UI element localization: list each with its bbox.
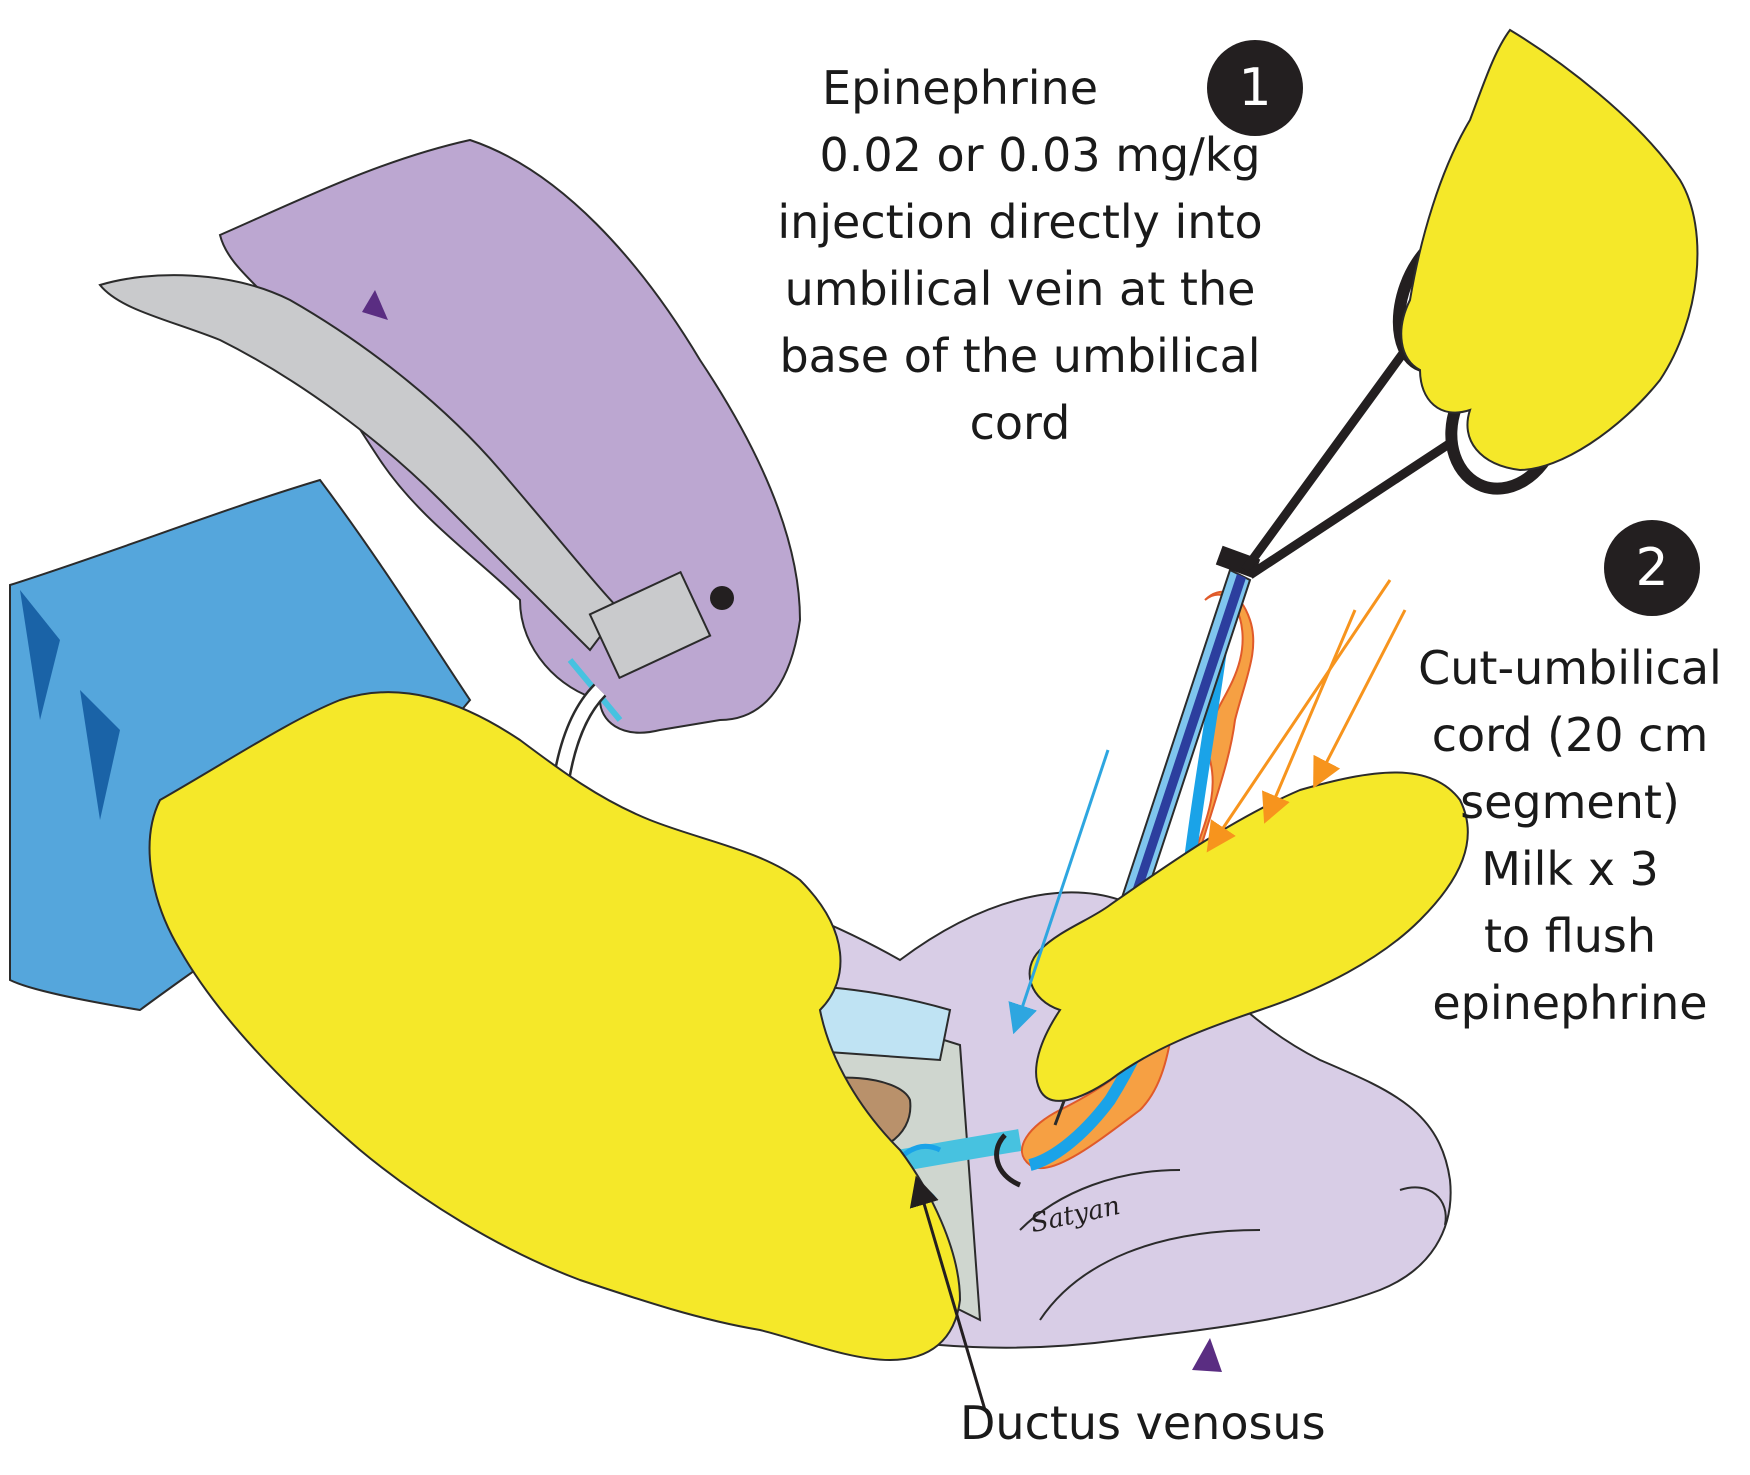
milking-arrows	[1206, 579, 1407, 853]
ductus-venosus-pointer	[909, 1175, 987, 1411]
step-1-badge: 1	[1207, 40, 1303, 136]
step-2-line: cord (20 cm	[1431, 708, 1709, 762]
step-1-line: Epinephrine	[822, 61, 1098, 115]
step-1-line: base of the umbilical	[779, 329, 1261, 383]
step-2-line: Cut-umbilical	[1418, 641, 1722, 695]
step-2-text: Cut-umbilical cord (20 cm segment) Milk …	[1395, 635, 1745, 1037]
infant-fold-mark	[1192, 1338, 1222, 1372]
step-1-line: 0.02 or 0.03 mg/kg	[819, 128, 1261, 182]
cord-clamp-edge	[994, 1133, 1022, 1188]
step-2-line: to flush	[1483, 909, 1657, 963]
yellow-glove-scissors-hand	[1400, 28, 1699, 472]
step-2-line: epinephrine	[1432, 976, 1708, 1030]
step-2-line: segment)	[1460, 775, 1680, 829]
purple-glove-hand	[98, 138, 802, 734]
step-1-line: umbilical vein at the	[784, 262, 1256, 316]
ductus-venosus-label: Ductus venosus	[960, 1396, 1326, 1450]
step-1-line: cord	[969, 396, 1071, 450]
injection-arrow	[1008, 749, 1110, 1035]
step-1-line: injection directly into	[777, 195, 1263, 249]
step-2-line: Milk x 3	[1481, 842, 1659, 896]
yellow-glove-right-hand	[1028, 771, 1469, 1102]
step-1-text: Epinephrine 0.02 or 0.03 mg/kg injection…	[720, 55, 1320, 457]
step-2-badge: 2	[1604, 520, 1700, 616]
yellow-glove-left-hand	[148, 691, 962, 1362]
